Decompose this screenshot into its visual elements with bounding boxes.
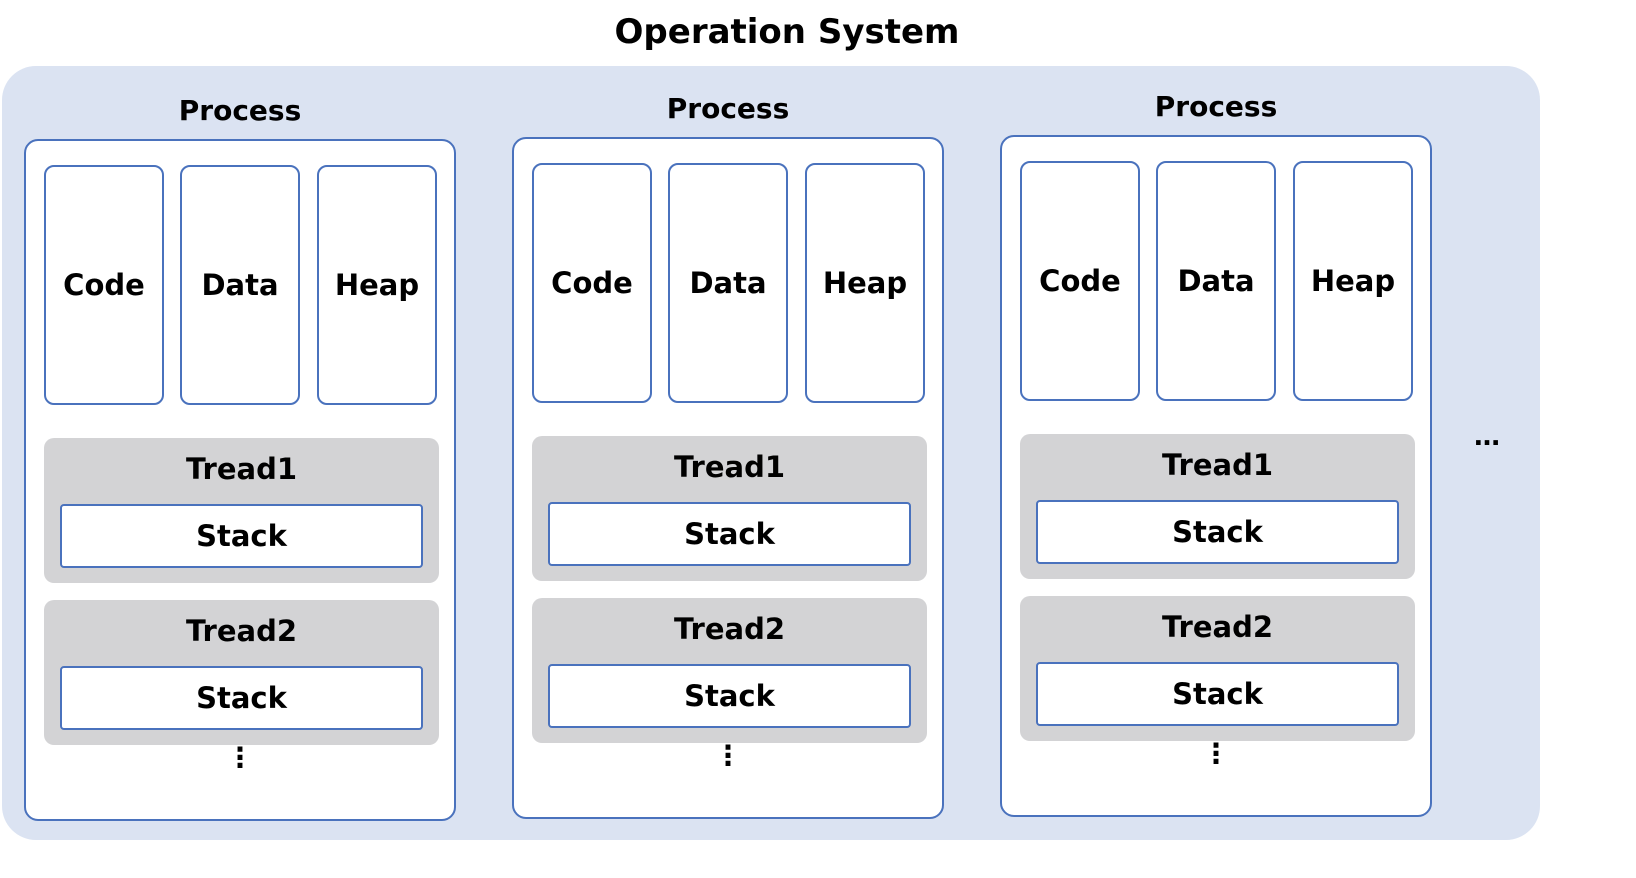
data-segment: Data — [668, 163, 788, 403]
thread-label: Tread2 — [673, 612, 786, 646]
more-threads-ellipsis: ⋮ — [714, 739, 742, 772]
process-title: Process — [178, 94, 302, 127]
thread-box: Tread2 Stack — [1020, 596, 1415, 741]
heap-segment: Heap — [805, 163, 925, 403]
stack-box: Stack — [60, 504, 423, 568]
process-box: Code Data Heap Tread1 Stack Tread2 Stack… — [24, 139, 456, 821]
more-processes-ellipsis: … — [1474, 422, 1500, 452]
thread-label: Tread1 — [673, 450, 786, 484]
stack-box: Stack — [60, 666, 423, 730]
thread-box: Tread2 Stack — [532, 598, 927, 743]
code-segment: Code — [44, 165, 164, 405]
thread-label: Tread1 — [1161, 448, 1274, 482]
code-segment: Code — [1020, 161, 1140, 401]
stack-box: Stack — [1036, 500, 1399, 564]
operating-system-container: Process Code Data Heap Tread1 Stack Trea… — [2, 66, 1540, 840]
thread-box: Tread1 Stack — [44, 438, 439, 583]
data-segment: Data — [180, 165, 300, 405]
stack-box: Stack — [548, 502, 911, 566]
thread-box: Tread1 Stack — [532, 436, 927, 581]
thread-label: Tread1 — [185, 452, 298, 486]
thread-box: Tread1 Stack — [1020, 434, 1415, 579]
process-box: Code Data Heap Tread1 Stack Tread2 Stack… — [512, 137, 944, 819]
os-title: Operation System — [614, 12, 960, 52]
more-threads-ellipsis: ⋮ — [1202, 737, 1230, 770]
process-title: Process — [666, 92, 790, 125]
process-title: Process — [1154, 90, 1278, 123]
thread-label: Tread2 — [1161, 610, 1274, 644]
stack-box: Stack — [1036, 662, 1399, 726]
more-threads-ellipsis: ⋮ — [226, 741, 254, 774]
thread-box: Tread2 Stack — [44, 600, 439, 745]
process-box: Code Data Heap Tread1 Stack Tread2 Stack… — [1000, 135, 1432, 817]
heap-segment: Heap — [317, 165, 437, 405]
code-segment: Code — [532, 163, 652, 403]
thread-label: Tread2 — [185, 614, 298, 648]
data-segment: Data — [1156, 161, 1276, 401]
heap-segment: Heap — [1293, 161, 1413, 401]
stack-box: Stack — [548, 664, 911, 728]
